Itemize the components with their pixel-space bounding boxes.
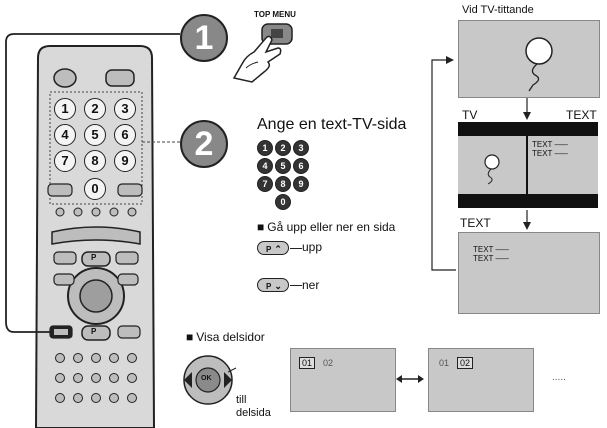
p-up-key-glyph: P — [266, 245, 272, 254]
remote-key-3[interactable]: 3 — [114, 98, 136, 120]
page-down-label: ner — [302, 278, 320, 292]
remote-p-up-glyph: P — [91, 253, 97, 262]
top-menu-illustration: TOP MENU — [228, 6, 308, 86]
remote-key-9[interactable]: 9 — [114, 150, 136, 172]
remote-ok-button — [79, 279, 113, 313]
subpage2-selected: 02 — [457, 357, 474, 369]
p-down-key: P⌄ — [257, 278, 289, 292]
step-marker-2: 2 — [180, 120, 228, 168]
subpage-side-label-2: delsida — [236, 407, 271, 419]
text-only-line-2: TEXT ––– — [473, 254, 509, 263]
chevron-up-icon: ⌃ — [274, 244, 282, 254]
remote-p-down-glyph: P — [91, 327, 97, 336]
remote-color-button — [47, 183, 73, 197]
page-nav-title-text: Gå upp eller ner en sida — [267, 220, 396, 234]
split-picture-icon — [484, 154, 500, 185]
p-up-key: P⌃ — [257, 241, 289, 255]
subpage-panel-2: 01 02 — [428, 348, 534, 412]
digit-key-6: 6 — [293, 158, 309, 174]
return-bracket — [431, 59, 456, 271]
digit-key-7: 7 — [257, 176, 273, 192]
callout-line-step1 — [5, 33, 180, 333]
split-text-line-2: TEXT ––– — [532, 149, 568, 158]
small-digit-keys: 1 2 3 4 5 6 7 8 9 0 — [257, 140, 317, 220]
remote-power-button — [53, 68, 77, 88]
remote-key-2[interactable]: 2 — [84, 98, 106, 120]
numeric-keypad-highlight — [49, 91, 143, 205]
remote-drawing — [5, 33, 180, 428]
remote-p-up-button — [81, 251, 111, 267]
p-down-key-glyph: P — [266, 282, 272, 291]
cursor-pad-ok-glyph: OK — [201, 375, 212, 382]
p-up-leader — [290, 248, 302, 249]
remote-key-4[interactable]: 4 — [54, 124, 76, 146]
tv-picture-icon — [525, 37, 553, 92]
split-label-text: TEXT — [566, 108, 597, 122]
page-up-label: upp — [302, 240, 323, 254]
split-text-line-1: TEXT ––– — [532, 140, 568, 149]
split-view-panel: TEXT ––– TEXT ––– — [458, 122, 598, 208]
remote-key-1[interactable]: 1 — [54, 98, 76, 120]
remote-key-6[interactable]: 6 — [114, 124, 136, 146]
p-down-leader — [290, 285, 302, 286]
remote-input-button — [105, 69, 135, 87]
page-nav-title: ■Gå upp eller ner en sida — [257, 220, 395, 234]
digit-key-4: 4 — [257, 158, 273, 174]
digit-key-1: 1 — [257, 140, 273, 156]
square-bullet-icon: ■ — [257, 220, 265, 234]
remote-small-buttons — [55, 207, 137, 217]
subpage-side-label-1: till — [236, 394, 247, 406]
remote-control: 1 2 3 4 5 6 7 8 9 0 P P — [0, 0, 180, 428]
remote-volume-bar — [51, 226, 141, 245]
remote-bottom-buttons — [55, 353, 137, 403]
subpage1-selected: 01 — [299, 357, 316, 369]
remote-key-7[interactable]: 7 — [54, 150, 76, 172]
digit-key-9: 9 — [293, 176, 309, 192]
digit-key-0: 0 — [275, 194, 291, 210]
chevron-down-icon: ⌄ — [274, 281, 282, 291]
remote-key-8[interactable]: 8 — [84, 150, 106, 172]
digit-key-5: 5 — [275, 158, 291, 174]
tv-viewing-panel — [458, 20, 600, 98]
digit-key-8: 8 — [275, 176, 291, 192]
split-divider — [526, 136, 528, 194]
remote-key-0[interactable]: 0 — [84, 178, 106, 200]
text-only-line-1: TEXT ––– — [473, 245, 509, 254]
subpage-panel-1: 01 02 — [290, 348, 396, 412]
remote-numeric-keys: 1 2 3 4 5 6 7 8 9 0 — [52, 94, 140, 204]
subpage-ellipsis: ..... — [552, 372, 566, 383]
remote-color-button — [117, 183, 143, 197]
remote-p-down-button — [81, 325, 111, 341]
text-only-panel: TEXT ––– TEXT ––– — [458, 232, 600, 314]
subpages-title-text: Visa delsidor — [196, 330, 265, 344]
top-menu-label: TOP MENU — [254, 10, 296, 19]
split-label-tv: TV — [462, 108, 478, 122]
subpage1-other: 02 — [323, 358, 334, 368]
subpage2-other: 01 — [439, 358, 450, 368]
remote-key-5[interactable]: 5 — [84, 124, 106, 146]
enter-page-title: Ange en text-TV-sida — [257, 116, 407, 133]
square-bullet-icon: ■ — [186, 330, 194, 344]
subpages-title: ■Visa delsidor — [186, 330, 265, 344]
step-marker-1: 1 — [180, 14, 228, 62]
hand-pressing-icon — [232, 23, 293, 83]
text-only-title: TEXT — [460, 216, 491, 230]
digit-key-2: 2 — [275, 140, 291, 156]
tv-viewing-title: Vid TV-tittande — [462, 4, 534, 16]
digit-key-3: 3 — [293, 140, 309, 156]
